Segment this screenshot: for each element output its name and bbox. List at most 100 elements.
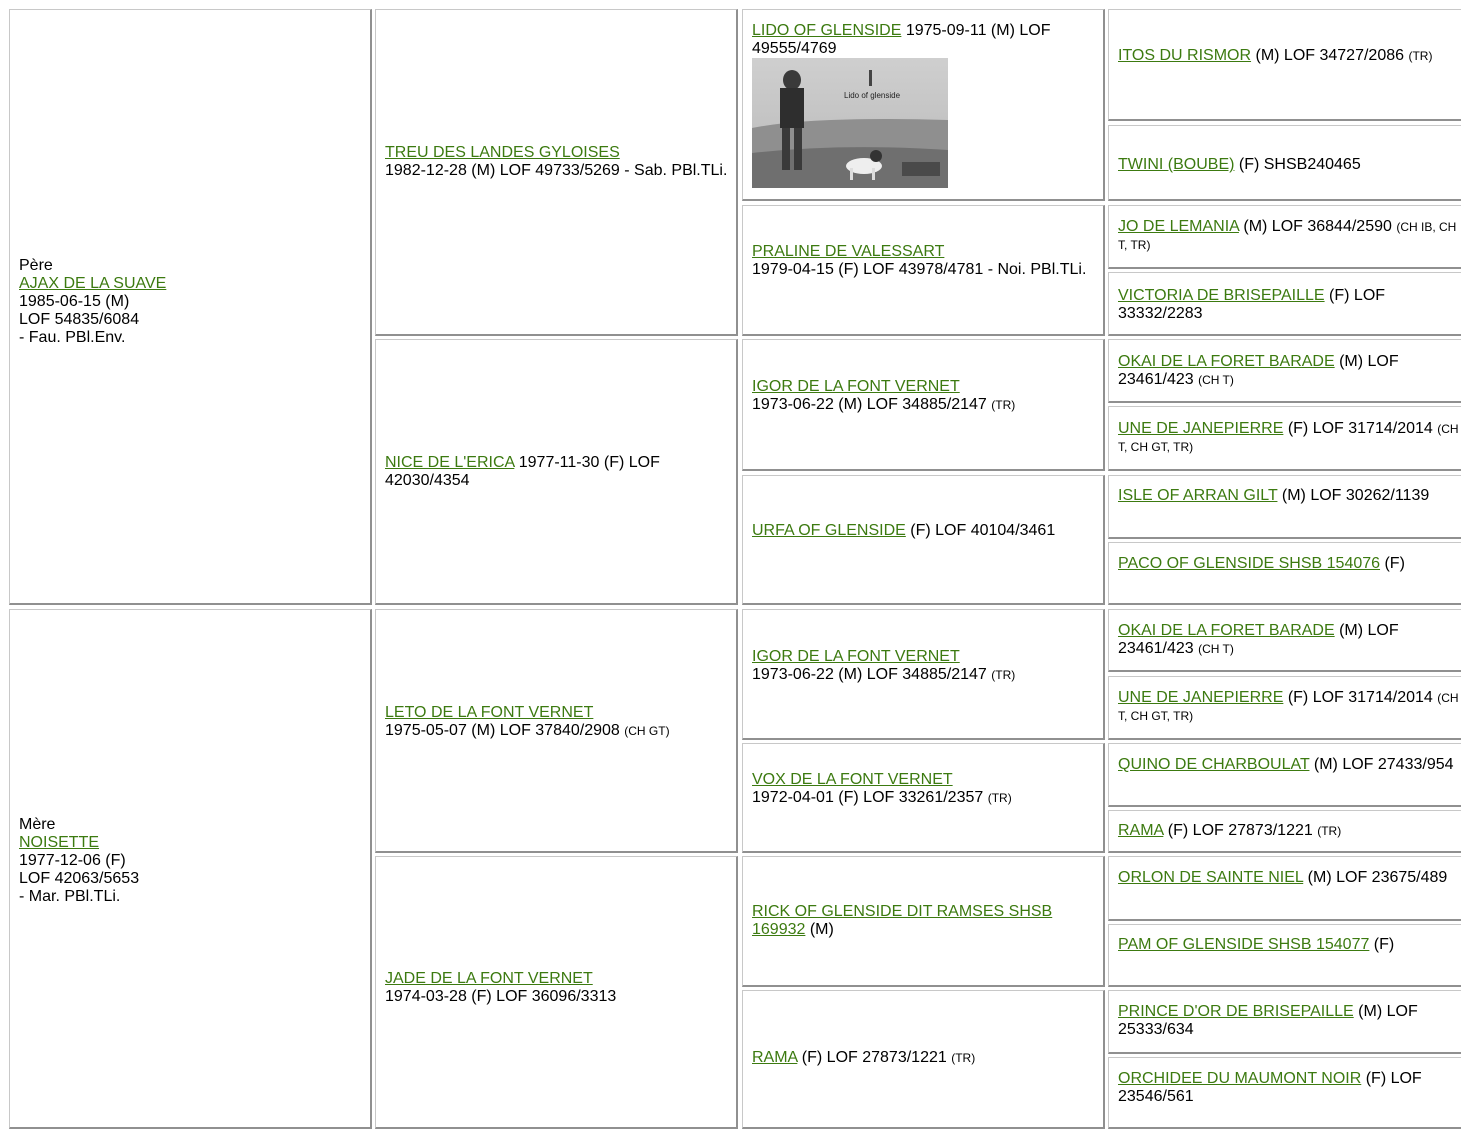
ancestor-details: (M) LOF 23461/423 bbox=[1118, 353, 1399, 388]
ancestor-details: (F) LOF 31714/2014 bbox=[1283, 420, 1438, 437]
pedigree-entry: QUINO DE CHARBOULAT (M) LOF 27433/954 bbox=[1108, 743, 1461, 807]
pedigree-entry: OKAI DE LA FORET BARADE (M) LOF 23461/42… bbox=[1108, 339, 1461, 403]
ancestor-name-link[interactable]: RICK OF GLENSIDE DIT RAMSES SHSB 169932 bbox=[752, 903, 1053, 938]
pedigree-entry: ITOS DU RISMOR (M) LOF 34727/2086 (TR) bbox=[1108, 9, 1461, 121]
pedigree-entry: RAMA (F) LOF 27873/1221 (TR) bbox=[742, 990, 1105, 1129]
ancestor-name-link[interactable]: VICTORIA DE BRISEPAILLE bbox=[1118, 287, 1325, 304]
ancestor-details: (M) LOF 30262/1139 bbox=[1277, 487, 1430, 504]
ancestor-name-link[interactable]: LIDO OF GLENSIDE bbox=[752, 22, 902, 39]
ancestor-details: (F) SHSB240465 bbox=[1234, 156, 1361, 173]
pedigree-entry: ORCHIDEE DU MAUMONT NOIR (F) LOF 23546/5… bbox=[1108, 1057, 1461, 1129]
ancestor-name-link[interactable]: URFA OF GLENSIDE bbox=[752, 522, 906, 539]
ancestor-name-link[interactable]: PACO OF GLENSIDE SHSB 154076 bbox=[1118, 555, 1381, 572]
ancestor-name-link[interactable]: RAMA bbox=[1118, 822, 1164, 839]
pedigree-entry: NICE DE L'ERICA 1977-11-30 (F) LOF 42030… bbox=[375, 339, 738, 605]
ancestor-name-link[interactable]: PAM OF GLENSIDE SHSB 154077 bbox=[1118, 936, 1370, 953]
pedigree-entry: TWINI (BOUBE) (F) SHSB240465 bbox=[1108, 125, 1461, 201]
ancestor-name-link[interactable]: TREU DES LANDES GYLOISES bbox=[385, 144, 620, 161]
pedigree-entry: LETO DE LA FONT VERNET 1975-05-07 (M) LO… bbox=[375, 609, 738, 853]
sire-name-link[interactable]: AJAX DE LA SUAVE bbox=[19, 275, 167, 292]
dam-cell: Mère NOISETTE 1977-12-06 (F) LOF 42063/5… bbox=[9, 609, 372, 1129]
pedigree-entry: VICTORIA DE BRISEPAILLE (F) LOF 33332/22… bbox=[1108, 272, 1461, 336]
ancestor-name-link[interactable]: PRALINE DE VALESSART bbox=[752, 243, 945, 260]
sire-role-label: Père bbox=[19, 257, 53, 274]
ancestor-name-link[interactable]: JO DE LEMANIA bbox=[1118, 218, 1239, 235]
ancestor-details: 1975-05-07 (M) LOF 37840/2908 bbox=[385, 722, 625, 739]
ancestor-details: 1974-03-28 (F) LOF 36096/3313 bbox=[385, 988, 617, 1005]
ancestor-name-link[interactable]: ISLE OF ARRAN GILT bbox=[1118, 487, 1278, 504]
pedigree-entry: VOX DE LA FONT VERNET 1972-04-01 (F) LOF… bbox=[742, 743, 1105, 853]
ancestor-titles: (CH IB, CH T, TR) bbox=[1118, 220, 1457, 252]
ancestor-details: 1972-04-01 (F) LOF 33261/2357 bbox=[752, 789, 988, 806]
ancestor-name-link[interactable]: ORCHIDEE DU MAUMONT NOIR bbox=[1118, 1070, 1362, 1087]
ancestor-details: (F) bbox=[1380, 555, 1405, 572]
ancestor-name-link[interactable]: RAMA bbox=[752, 1049, 798, 1066]
ancestor-details: (M) bbox=[805, 921, 834, 938]
ancestor-titles: (TR) bbox=[1317, 824, 1342, 838]
pedigree-entry: PRALINE DE VALESSART 1979-04-15 (F) LOF … bbox=[742, 205, 1105, 336]
ancestor-name-link[interactable]: TWINI (BOUBE) bbox=[1118, 156, 1235, 173]
ancestor-name-link[interactable]: LETO DE LA FONT VERNET bbox=[385, 704, 594, 721]
ancestor-name-link[interactable]: IGOR DE LA FONT VERNET bbox=[752, 648, 960, 665]
pedigree-entry: JO DE LEMANIA (M) LOF 36844/2590 (CH IB,… bbox=[1108, 205, 1461, 269]
pedigree-entry: IGOR DE LA FONT VERNET 1973-06-22 (M) LO… bbox=[742, 609, 1105, 740]
ancestor-titles: (TR) bbox=[991, 398, 1016, 412]
pedigree-entry: RICK OF GLENSIDE DIT RAMSES SHSB 169932 … bbox=[742, 856, 1105, 987]
ancestor-name-link[interactable]: QUINO DE CHARBOULAT bbox=[1118, 756, 1310, 773]
pedigree-entry: UNE DE JANEPIERRE (F) LOF 31714/2014 (CH… bbox=[1108, 406, 1461, 471]
ancestor-details: 1979-04-15 (F) LOF 43978/4781 - Noi. PBl… bbox=[752, 261, 1087, 278]
ancestor-details: (M) LOF 36844/2590 bbox=[1238, 218, 1397, 235]
ancestor-details: (F) LOF 27873/1221 bbox=[1163, 822, 1318, 839]
pedigree-entry: PAM OF GLENSIDE SHSB 154077 (F) bbox=[1108, 924, 1461, 987]
ancestor-titles: (TR) bbox=[991, 668, 1016, 682]
ancestor-name-link[interactable]: UNE DE JANEPIERRE bbox=[1118, 689, 1284, 706]
ancestor-titles: (TR) bbox=[987, 791, 1012, 805]
ancestor-details: 1973-06-22 (M) LOF 34885/2147 bbox=[752, 666, 992, 683]
photo-caption: Lido of glenside bbox=[844, 91, 901, 100]
dog-photo: Lido of glenside bbox=[752, 58, 948, 188]
ancestor-name-link[interactable]: PRINCE D'OR DE BRISEPAILLE bbox=[1118, 1003, 1354, 1020]
sire-coat: - Fau. PBl.Env. bbox=[19, 329, 126, 346]
pedigree-entry: URFA OF GLENSIDE (F) LOF 40104/3461 bbox=[742, 475, 1105, 605]
ancestor-details: (M) LOF 34727/2086 bbox=[1251, 47, 1409, 64]
ancestor-name-link[interactable]: UNE DE JANEPIERRE bbox=[1118, 420, 1284, 437]
ancestor-name-link[interactable]: ORLON DE SAINTE NIEL bbox=[1118, 869, 1304, 886]
ancestor-name-link[interactable]: VOX DE LA FONT VERNET bbox=[752, 771, 953, 788]
pedigree-entry: TREU DES LANDES GYLOISES 1982-12-28 (M) … bbox=[375, 9, 738, 336]
pedigree-entry: JADE DE LA FONT VERNET 1974-03-28 (F) LO… bbox=[375, 856, 738, 1129]
ancestor-details: (F) LOF 31714/2014 bbox=[1283, 689, 1438, 706]
pedigree-entry: ISLE OF ARRAN GILT (M) LOF 30262/1139 bbox=[1108, 475, 1461, 539]
ancestor-details: (M) LOF 25333/634 bbox=[1118, 1003, 1418, 1038]
ancestor-name-link[interactable]: NICE DE L'ERICA bbox=[385, 454, 515, 471]
dam-role-label: Mère bbox=[19, 816, 56, 833]
ancestor-titles: (TR) bbox=[951, 1051, 976, 1065]
ancestor-name-link[interactable]: IGOR DE LA FONT VERNET bbox=[752, 378, 960, 395]
ancestor-titles: (CH T, CH GT, TR) bbox=[1118, 422, 1459, 454]
pedigree-entry: PRINCE D'OR DE BRISEPAILLE (M) LOF 25333… bbox=[1108, 990, 1461, 1054]
sire-registration: LOF 54835/6084 bbox=[19, 311, 140, 328]
ancestor-details: (M) LOF 23461/423 bbox=[1118, 622, 1399, 657]
ancestor-titles: (CH T) bbox=[1198, 642, 1234, 656]
ancestor-name-link[interactable]: JADE DE LA FONT VERNET bbox=[385, 970, 593, 987]
ancestor-titles: (TR) bbox=[1408, 49, 1433, 63]
ancestor-details: (F) LOF 33332/2283 bbox=[1118, 287, 1386, 322]
ancestor-name-link[interactable]: OKAI DE LA FORET BARADE bbox=[1118, 353, 1335, 370]
pedigree-entry: ORLON DE SAINTE NIEL (M) LOF 23675/489 bbox=[1108, 856, 1461, 921]
sire-dob: 1985-06-15 (M) bbox=[19, 293, 130, 310]
ancestor-name-link[interactable]: OKAI DE LA FORET BARADE bbox=[1118, 622, 1335, 639]
ancestor-details: (F) LOF 27873/1221 bbox=[797, 1049, 952, 1066]
ancestor-details: 1973-06-22 (M) LOF 34885/2147 bbox=[752, 396, 992, 413]
pedigree-entry: UNE DE JANEPIERRE (F) LOF 31714/2014 (CH… bbox=[1108, 676, 1461, 740]
pedigree-entry: LIDO OF GLENSIDE 1975-09-11 (M) LOF 4955… bbox=[742, 9, 1105, 201]
ancestor-details: (M) LOF 27433/954 bbox=[1309, 756, 1454, 773]
pedigree-entry: PACO OF GLENSIDE SHSB 154076 (F) bbox=[1108, 542, 1461, 605]
ancestor-details: (F) LOF 40104/3461 bbox=[905, 522, 1056, 539]
dam-name-link[interactable]: NOISETTE bbox=[19, 834, 100, 851]
ancestor-titles: (CH GT) bbox=[624, 724, 670, 738]
ancestor-titles: (CH T, CH GT, TR) bbox=[1118, 691, 1459, 723]
ancestor-name-link[interactable]: ITOS DU RISMOR bbox=[1118, 47, 1252, 64]
dam-registration: LOF 42063/5653 bbox=[19, 870, 140, 887]
dam-coat: - Mar. PBl.TLi. bbox=[19, 888, 121, 905]
ancestor-details: (F) LOF 23546/561 bbox=[1118, 1070, 1422, 1105]
ancestor-details: 1975-09-11 (M) LOF 49555/4769 bbox=[752, 22, 1051, 57]
